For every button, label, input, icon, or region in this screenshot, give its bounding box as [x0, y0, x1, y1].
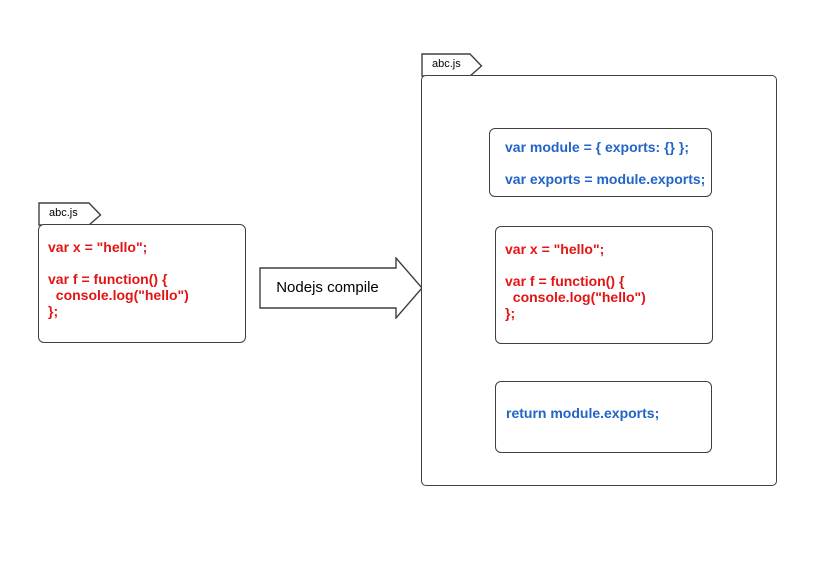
- wrapper-return-code-text: return module.exports;: [506, 405, 660, 421]
- user-code-block: var x = "hello"; var f = function() { co…: [495, 226, 713, 344]
- source-file-tab: abc.js: [38, 202, 102, 226]
- source-file-tab-label: abc.js: [49, 207, 78, 219]
- wrapper-init-block: var module = { exports: {} }; var export…: [489, 128, 712, 197]
- wrapper-return-block: return module.exports;: [495, 381, 712, 453]
- user-code-text: var x = "hello"; var f = function() { co…: [505, 241, 646, 321]
- compiled-file-tab-label: abc.js: [432, 58, 461, 70]
- right-block-arrow-shape: [259, 256, 423, 320]
- wrapper-init-code-text: var module = { exports: {} }; var export…: [505, 139, 706, 187]
- source-file-box: var x = "hello"; var f = function() { co…: [38, 224, 246, 343]
- source-code-text: var x = "hello"; var f = function() { co…: [48, 239, 189, 319]
- compile-arrow-label: Nodejs compile: [276, 279, 379, 296]
- file-tab-shape: [38, 202, 102, 226]
- compile-arrow: Nodejs compile: [259, 256, 423, 324]
- compiled-file-tab: abc.js: [421, 53, 483, 77]
- file-tab-shape: [421, 53, 483, 77]
